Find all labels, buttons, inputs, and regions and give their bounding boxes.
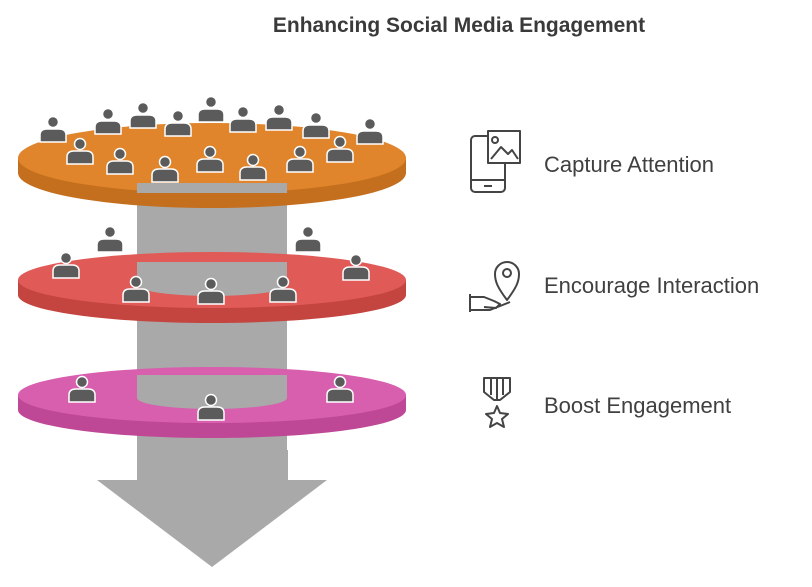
person-icon [68,375,96,403]
person-icon [106,147,134,175]
person-icon [326,375,354,403]
person-icon [96,225,124,253]
person-icon [122,275,150,303]
person-icon [239,153,267,181]
person-icon [265,103,293,131]
layer-label-capture-attention: Capture Attention [544,152,715,177]
person-icon [342,253,370,281]
person-icon [129,101,157,129]
person-icon [94,107,122,135]
person-icon [326,135,354,163]
person-icon [356,117,384,145]
cylinder-front [137,375,287,409]
person-icon [302,111,330,139]
person-icon [286,145,314,173]
diagram-title: Enhancing Social Media Engagement [272,14,646,37]
person-icon [197,393,225,421]
phone-image-icon [470,130,521,193]
person-icon [151,155,179,183]
person-icon [229,105,257,133]
person-icon [52,251,80,279]
person-icon [197,277,225,305]
down-arrow [97,450,327,567]
person-icon [197,95,225,123]
layer-label-encourage-interaction: Encourage Interaction [544,273,760,298]
person-icon [164,109,192,137]
person-icon [269,275,297,303]
medal-star-icon [483,377,511,428]
person-icon [66,137,94,165]
person-icon [294,225,322,253]
person-icon [39,115,67,143]
cylinder-front [137,183,287,193]
hand-location-pin-icon [469,261,520,312]
layer-label-boost-engagement: Boost Engagement [544,393,732,418]
people-group [39,95,384,421]
person-icon [196,145,224,173]
